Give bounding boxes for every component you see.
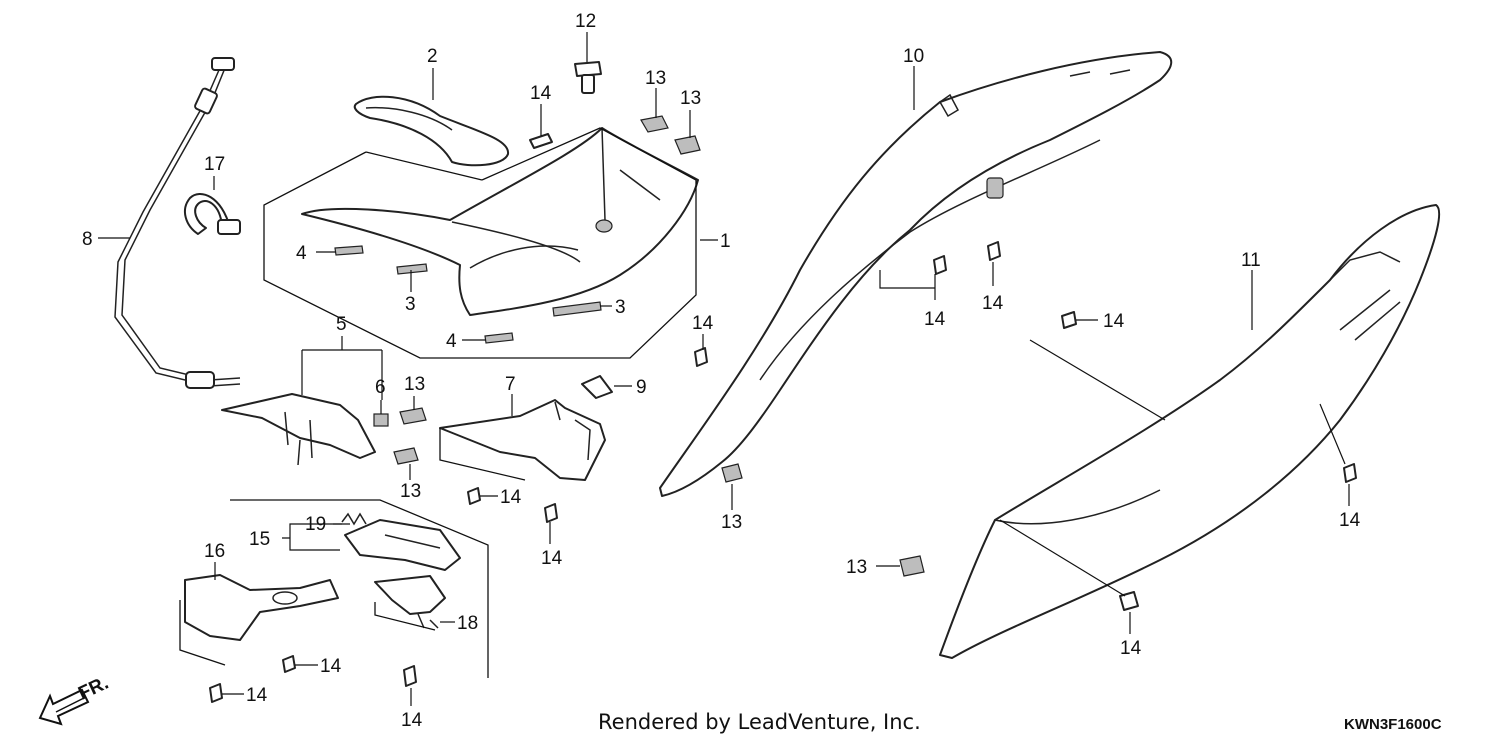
callout-14-j: 14 [1339, 510, 1361, 531]
pad-part-3-right[interactable] [552, 301, 602, 317]
pad-part-4-bottom[interactable] [484, 332, 514, 344]
assembly-frame-7 [439, 428, 526, 481]
callout-labels: 1 2 3 3 4 4 5 6 7 8 9 10 11 12 13 13 13 … [82, 11, 1361, 731]
callout-14-b: 14 [541, 548, 563, 569]
callout-5: 5 [336, 314, 347, 335]
side-panel-part-10[interactable] [659, 51, 1173, 497]
pad-part-3-left[interactable] [396, 263, 428, 275]
callout-15: 15 [249, 529, 270, 550]
callout-3-right: 3 [615, 297, 626, 318]
diagram-code: KWN3F1600C [1344, 716, 1442, 733]
callout-13-right-b: 13 [846, 557, 867, 578]
callout-14-f: 14 [692, 313, 714, 334]
pad-part-4-top[interactable] [334, 245, 364, 256]
latch-part-15[interactable] [344, 519, 461, 571]
nut-part-6[interactable] [373, 413, 389, 427]
arrow-left-icon [38, 688, 90, 726]
screw-part-14-a[interactable] [467, 487, 481, 505]
callout-14-top: 14 [530, 83, 552, 104]
callout-14-i: 14 [1103, 311, 1125, 332]
screw-part-14-g[interactable] [933, 255, 947, 275]
clip-part-13-mid-b[interactable] [393, 447, 419, 465]
callout-18: 18 [457, 613, 478, 634]
callout-9: 9 [636, 377, 647, 398]
callout-14-d: 14 [246, 685, 268, 706]
front-direction-arrow: FR. [38, 673, 112, 726]
callout-10: 10 [903, 46, 924, 67]
callout-13-mid-b: 13 [400, 481, 421, 502]
assembly-frame-18 [374, 602, 436, 631]
clamp-part-17[interactable] [183, 193, 241, 235]
clip-part-13-top-a[interactable] [640, 115, 669, 133]
callout-3-left: 3 [405, 294, 416, 315]
spring-part-19[interactable] [341, 512, 367, 526]
callout-13-top-a: 13 [645, 68, 666, 89]
cover-part-2[interactable] [353, 95, 510, 167]
clip-part-13-mid-a[interactable] [399, 407, 427, 425]
callout-14-a: 14 [500, 487, 522, 508]
callout-19: 19 [305, 514, 326, 535]
callout-8: 8 [82, 229, 93, 250]
screw-part-14-i[interactable] [1061, 311, 1077, 329]
side-panel-part-11[interactable] [939, 204, 1441, 659]
callout-2: 2 [427, 46, 438, 67]
callout-4-top: 4 [296, 243, 307, 264]
assembly-frame-15 [230, 499, 489, 678]
bolt-part-12[interactable] [574, 61, 602, 94]
body-part-1[interactable] [301, 127, 699, 316]
clip-part-13-right-a[interactable] [721, 463, 743, 483]
assembly-frame-1 [263, 127, 697, 359]
clip-part-9[interactable] [581, 375, 613, 399]
callout-6: 6 [375, 377, 386, 398]
callout-7: 7 [505, 374, 516, 395]
bracket-part-5[interactable] [221, 393, 376, 466]
callout-11: 11 [1241, 250, 1261, 271]
screw-part-14-e[interactable] [403, 665, 417, 687]
leader-lines [98, 32, 1350, 706]
callout-13-mid-a: 13 [404, 374, 425, 395]
render-credit: Rendered by LeadVenture, Inc. [598, 710, 921, 734]
callout-13-top-b: 13 [680, 88, 701, 109]
screw-part-14-j[interactable] [1343, 463, 1357, 483]
assembly-frame-16 [179, 600, 226, 666]
callout-14-g: 14 [924, 309, 946, 330]
screw-part-14-h[interactable] [987, 241, 1001, 261]
callout-14-k: 14 [1120, 638, 1142, 659]
callout-17: 17 [204, 154, 225, 175]
callout-14-e: 14 [401, 710, 423, 731]
screw-part-14-b[interactable] [544, 503, 558, 523]
plate-part-18[interactable] [374, 575, 446, 629]
callout-4-bottom: 4 [446, 331, 457, 352]
callout-13-right-a: 13 [721, 512, 742, 533]
hinge-part-16[interactable] [184, 574, 339, 641]
screw-part-14-c[interactable] [282, 655, 296, 673]
cable-part-8[interactable] [114, 57, 241, 389]
screw-part-14-top[interactable] [529, 133, 553, 149]
screw-part-14-f[interactable] [694, 347, 708, 367]
callout-14-h: 14 [982, 293, 1004, 314]
callout-12: 12 [575, 11, 596, 32]
clip-part-13-top-b[interactable] [674, 135, 701, 155]
clip-part-13-right-b[interactable] [899, 555, 925, 577]
callout-14-c: 14 [320, 656, 342, 677]
callout-1: 1 [720, 231, 731, 252]
screw-part-14-k[interactable] [1119, 591, 1139, 611]
screw-part-14-d[interactable] [209, 683, 223, 703]
callout-16: 16 [204, 541, 225, 562]
bracket-part-7[interactable] [439, 399, 606, 481]
assembly-frame-1-inner [365, 151, 483, 181]
